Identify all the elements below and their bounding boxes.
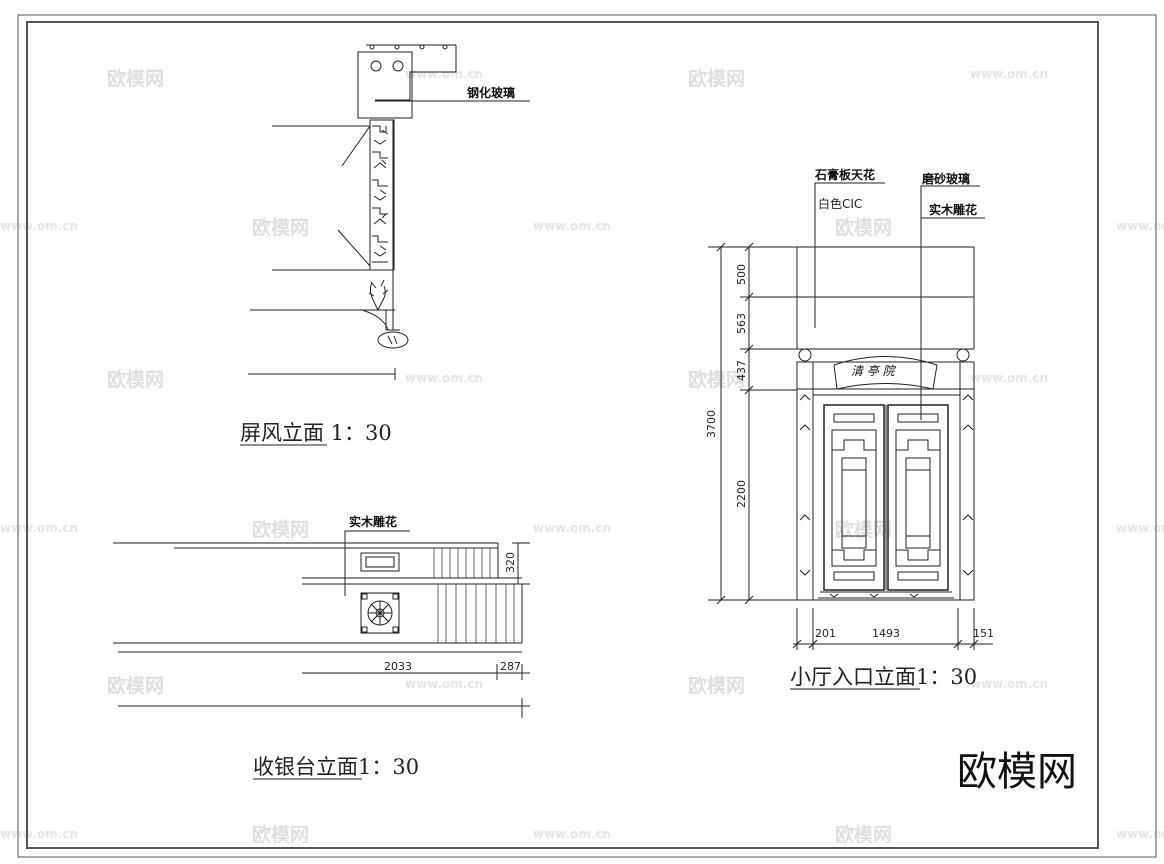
sheet-frame bbox=[17, 14, 1157, 858]
dim-width: 1493 bbox=[872, 627, 900, 640]
entrance-elevation-title: 小厅入口立面1：30 bbox=[790, 665, 977, 689]
entrance-sign-text: 清 亭 院 bbox=[851, 364, 897, 378]
note-white-cic: 白色CIC bbox=[818, 196, 862, 211]
watermark-brand: 欧模网 bbox=[107, 67, 164, 90]
dim-cashier-width: 2033 bbox=[384, 660, 412, 673]
dim-left: 201 bbox=[815, 627, 836, 640]
watermark-url: www.om.cn bbox=[0, 521, 78, 535]
watermark-url: www.om.cn bbox=[1116, 827, 1164, 841]
watermark-url: www.om.cn bbox=[970, 677, 1048, 691]
dim-door: 2200 bbox=[735, 480, 748, 508]
watermark-brand: 欧模网 bbox=[107, 674, 164, 697]
watermark-brand: 欧模网 bbox=[688, 67, 745, 90]
cashier-elevation bbox=[113, 530, 530, 718]
watermark-layer: 欧模网 www.om.cn 欧模网 www.om.cn 欧模网 www.om.c… bbox=[0, 67, 1164, 846]
note-carved-wood: 实木雕花 bbox=[349, 514, 397, 529]
dim-total-height: 3700 bbox=[705, 410, 718, 438]
watermark-url: www.om.cn bbox=[0, 219, 78, 233]
watermark-brand: 欧模网 bbox=[835, 518, 892, 541]
cashier-elevation-title: 收银台立面1：30 bbox=[253, 755, 419, 779]
watermark-url: www.om.cn bbox=[1116, 521, 1164, 535]
watermark-brand: 欧模网 bbox=[688, 674, 745, 697]
watermark-brand: 欧模网 bbox=[252, 823, 309, 846]
screen-elevation-title: 屏风立面 1：30 bbox=[240, 421, 392, 445]
watermark-url: www.om.cn bbox=[1116, 219, 1164, 233]
note-frosted-glass: 磨砂玻璃 bbox=[921, 171, 970, 186]
watermark-brand: 欧模网 bbox=[835, 216, 892, 239]
watermark-brand: 欧模网 bbox=[252, 216, 309, 239]
watermark-url: www.om.cn bbox=[405, 371, 483, 385]
watermark-brand: 欧模网 bbox=[688, 368, 745, 391]
dim-cashier-height: 320 bbox=[504, 552, 517, 573]
note-tempered-glass: 钢化玻璃 bbox=[467, 85, 515, 100]
dim-cashier-side: 287 bbox=[500, 660, 521, 673]
watermark-url: www.om.cn bbox=[405, 677, 483, 691]
watermark-url: www.om.cn bbox=[405, 67, 483, 81]
entrance-elevation bbox=[708, 182, 993, 650]
watermark-url: www.om.cn bbox=[533, 827, 611, 841]
watermark-brand: 欧模网 bbox=[107, 368, 164, 391]
watermark-brand: 欧模网 bbox=[835, 823, 892, 846]
watermark-url: www.om.cn bbox=[970, 371, 1048, 385]
dim-top: 500 bbox=[735, 264, 748, 285]
watermark-url: www.om.cn bbox=[533, 521, 611, 535]
watermark-brand: 欧模网 bbox=[252, 518, 309, 541]
watermark-url: www.om.cn bbox=[970, 67, 1048, 81]
dim-middle: 437 bbox=[735, 360, 748, 381]
note-gypsum-ceiling: 石膏板天花 bbox=[814, 167, 875, 182]
dim-upper: 563 bbox=[735, 313, 748, 334]
dim-right: 151 bbox=[973, 627, 994, 640]
screen-elevation bbox=[248, 44, 530, 380]
watermark-url: www.om.cn bbox=[0, 827, 78, 841]
watermark-url: www.om.cn bbox=[533, 219, 611, 233]
brand-logo: 欧模网 bbox=[957, 749, 1077, 795]
note-carved-wood: 实木雕花 bbox=[929, 202, 977, 217]
